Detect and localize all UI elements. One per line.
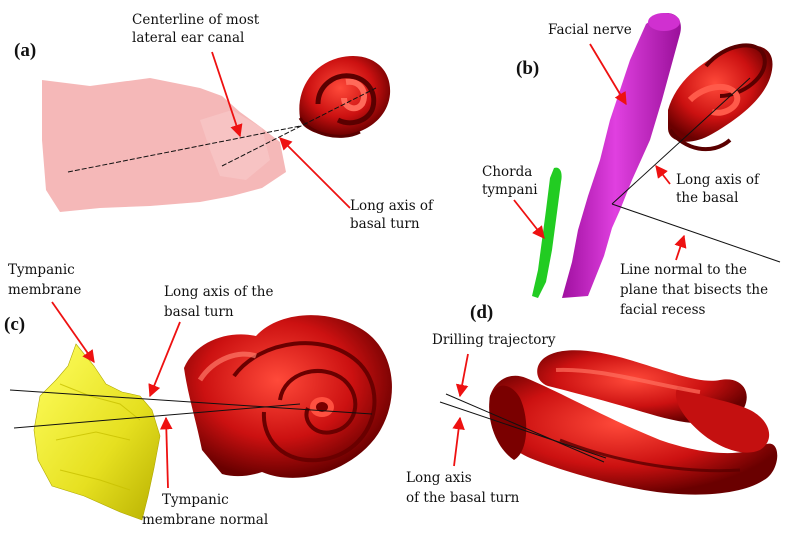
long-axis-b-label: Long axis of the basal <box>676 172 763 206</box>
cochlea-a <box>299 56 390 136</box>
long-axis-d-arrow <box>454 418 460 466</box>
drilling-trajectory-label: Drilling trajectory <box>432 332 556 348</box>
panel-b: (b) Facial nerve Chorda tympani Long axi… <box>482 13 780 318</box>
facial-recess-normal-label: Line normal to the plane that bisects th… <box>620 262 772 318</box>
long-axis-b-arrow <box>656 166 670 184</box>
long-axis-d-label: Long axis of the basal turn <box>406 470 520 506</box>
panel-d-label: (d) <box>470 302 493 323</box>
facial-recess-normal-arrow <box>676 236 684 260</box>
facial-recess-normal <box>612 204 780 262</box>
long-axis-c-label: Long axis of the basal turn <box>164 284 278 320</box>
panel-a-label: (a) <box>14 40 36 61</box>
long-axis-c-arrow <box>150 322 180 396</box>
cochlea-d <box>489 350 777 494</box>
long-axis-a-label: Long axis of basal turn <box>350 198 437 232</box>
facial-nerve-label: Facial nerve <box>548 22 632 38</box>
tympanic-membrane-label: Tympanic membrane <box>8 262 81 298</box>
chorda-label: Chorda tympani <box>482 164 538 198</box>
facial-nerve-arrow <box>590 44 626 104</box>
facial-nerve-end <box>648 13 680 31</box>
long-axis-a-arrow <box>280 138 350 208</box>
panel-b-label: (b) <box>516 58 539 79</box>
panel-a: (a) Centerline of most lateral ear canal… <box>14 12 437 232</box>
chorda-arrow <box>514 200 544 238</box>
panel-c-label: (c) <box>4 314 25 335</box>
facial-nerve <box>562 13 681 298</box>
drilling-trajectory-arrow <box>460 354 468 396</box>
panel-c: (c) Tympanic membrane Long axis of the b… <box>4 262 392 528</box>
panel-d: (d) Drilling trajectory Long axis of the… <box>406 302 777 506</box>
centerline-label: Centerline of most lateral ear canal <box>132 12 264 46</box>
cochlea-b <box>668 45 773 149</box>
membrane-normal-arrow <box>166 418 168 488</box>
membrane-normal-label: Tympanic membrane normal <box>142 492 268 528</box>
cochlea-c <box>184 315 392 478</box>
